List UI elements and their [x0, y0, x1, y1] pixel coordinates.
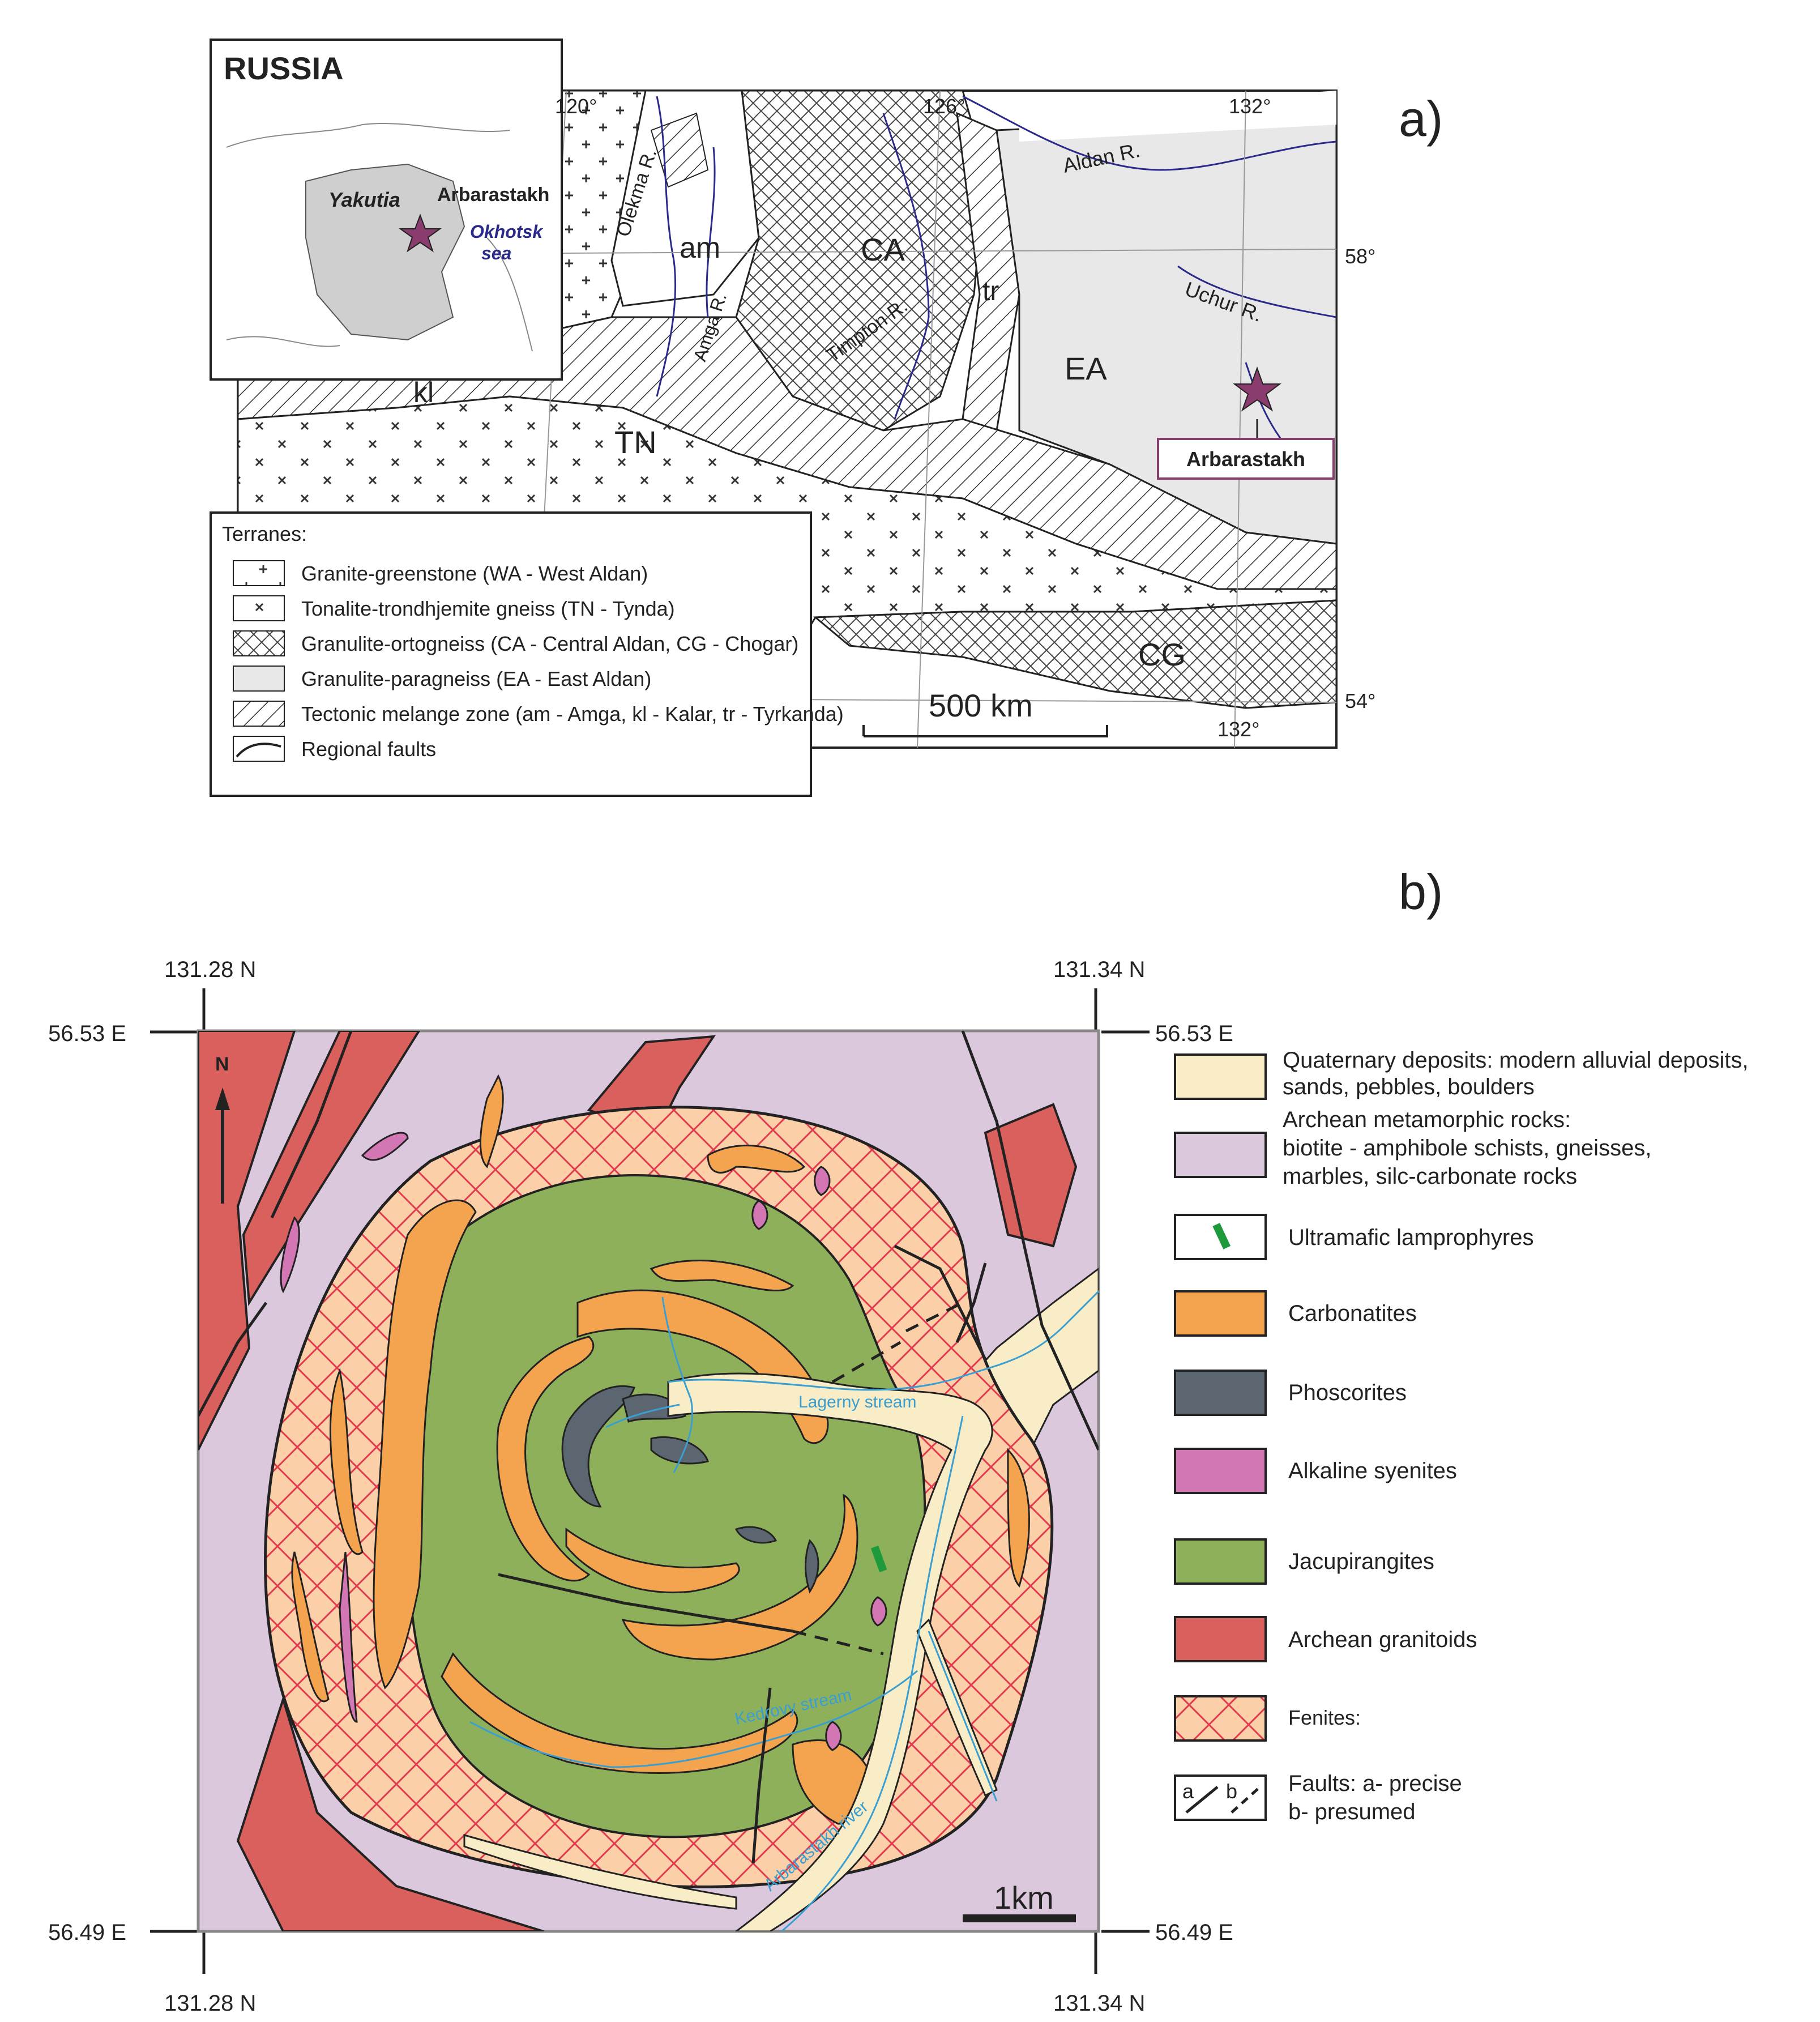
legend-b-swatch-carbonatite — [1174, 1290, 1267, 1337]
legend-b-swatch-faults — [1174, 1774, 1267, 1821]
lat-54-label: 54° — [1345, 689, 1375, 713]
inset-site-star — [398, 214, 442, 253]
inset-site: Arbarastakh — [437, 184, 549, 206]
yakutia-region — [305, 163, 465, 341]
legend-b-archean-meta-3: marbles, silc-carbonate rocks — [1283, 1164, 1577, 1189]
legend-a-swatch-paragneiss — [233, 666, 285, 692]
rivers-panel-a — [656, 95, 1336, 466]
scale-bar-a: 500 km — [862, 688, 1108, 737]
legend-b-quaternary-2: sands, pebbles, boulders — [1283, 1074, 1535, 1099]
panel-b-legend: Quaternary deposits: modern alluvial dep… — [1174, 1048, 1749, 1824]
coord-top-left-lat: 56.53 E — [48, 1021, 126, 1046]
terrane-label-cg: CG — [1138, 637, 1186, 672]
coord-top-left-lon: 131.28 N — [164, 957, 256, 982]
terrane-label-ca: CA — [861, 232, 905, 267]
north-arrow: N — [215, 1053, 230, 1204]
legend-b-fault-b: b — [1226, 1780, 1237, 1803]
site-label-box — [1157, 438, 1335, 480]
coord-top-right-lon: 131.34 N — [1053, 957, 1145, 982]
legend-b-swatch-granitoid — [1174, 1616, 1267, 1662]
legend-b-carbonatites: Carbonatites — [1288, 1301, 1417, 1326]
lon-132-bottom-label: 132° — [1217, 718, 1259, 741]
inset-sea-line1: Okhotsk — [470, 221, 544, 242]
terrane-label-ea: EA — [1065, 351, 1107, 386]
legend-b-faults-1: Faults: a- precise — [1288, 1771, 1462, 1796]
legend-a-item-granite: Granite-greenstone (WA - West Aldan) — [301, 562, 648, 585]
coord-top-right-lat: 56.53 E — [1155, 1021, 1233, 1046]
north-label: N — [215, 1053, 229, 1075]
faults-panel-b — [198, 1031, 1099, 1864]
granitoid-southwest — [236, 1695, 544, 1931]
coord-bottom-left-lat: 56.49 E — [48, 1920, 126, 1945]
terrane-label-am: am — [680, 232, 720, 265]
legend-b-jacupirangites: Jacupirangites — [1288, 1549, 1434, 1574]
legend-a-item-paragneiss: Granulite-paragneiss (EA - East Aldan) — [301, 667, 651, 690]
syenite-bodies — [280, 1132, 887, 1751]
legend-b-syenites: Alkaline syenites — [1288, 1458, 1457, 1483]
legend-a-item-tonalite: Tonalite-trondhjemite gneiss (TN - Tynda… — [301, 597, 675, 620]
inset-russia: RUSSIA Yakutia Arbarastakh Okhotsk sea — [210, 39, 563, 381]
panel-a-label: a) — [1399, 91, 1443, 147]
legend-b-fenites: Fenites: — [1288, 1706, 1361, 1729]
legend-b-swatch-phoscorite — [1174, 1370, 1267, 1416]
site-star-main — [1233, 366, 1281, 412]
terrane-label-kl: kl — [413, 377, 434, 408]
panel-a-legend: Terranes: Granite-greenstone (WA - West … — [210, 511, 844, 797]
panel-b-label: b) — [1399, 864, 1443, 920]
legend-a-swatch-ortogneiss — [233, 630, 285, 656]
terrane-label-tn: TN — [614, 424, 657, 460]
legend-b-granitoids: Archean granitoids — [1288, 1627, 1477, 1652]
legend-b-swatch-fenite — [1174, 1695, 1267, 1742]
legend-a-swatch-faults — [233, 736, 285, 762]
lon-126-label: 126° — [923, 95, 965, 118]
coord-bottom-right-lat: 56.49 E — [1155, 1920, 1233, 1945]
legend-b-swatch-jacupirangite — [1174, 1538, 1267, 1585]
legend-b-swatch-quaternary — [1174, 1053, 1267, 1100]
lon-132-label: 132° — [1229, 95, 1271, 118]
legend-a-swatch-tonalite — [233, 595, 285, 621]
streams — [469, 1290, 1099, 1931]
legend-a-swatch-melange — [233, 701, 285, 727]
lat-58-label: 58° — [1345, 245, 1375, 268]
legend-b-archean-meta-1: Archean metamorphic rocks: — [1283, 1107, 1571, 1132]
scale-label-b: 1km — [994, 1880, 1054, 1916]
legend-a-item-faults: Regional faults — [301, 737, 436, 761]
panel-b-coordinates: 131.28 N 131.34 N 131.28 N 131.34 N 56.5… — [48, 957, 1233, 2016]
lon-120-label: 120° — [555, 95, 597, 118]
legend-a-item-ortogneiss: Granulite-ortogneiss (CA - Central Aldan… — [301, 632, 798, 655]
coord-bottom-right-lon: 131.34 N — [1053, 1991, 1145, 2016]
legend-b-fault-a: a — [1182, 1780, 1194, 1803]
legend-b-ultramafic: Ultramafic lamprophyres — [1288, 1225, 1533, 1250]
site-label: Arbarastakh — [1186, 447, 1305, 471]
terrane-chogar — [813, 599, 1336, 709]
legend-b-quaternary-1: Quaternary deposits: modern alluvial dep… — [1283, 1048, 1749, 1073]
panel-b-map: 1km N Lagerny stream Kedrovy stream Arba… — [196, 1029, 1100, 1933]
scale-bar-b: 1km — [963, 1880, 1076, 1922]
stream-lagerny-label: Lagerny stream — [798, 1393, 916, 1411]
granitoid-east — [984, 1103, 1078, 1248]
terrane-label-tr: tr — [982, 276, 999, 306]
ultramafic-dike — [870, 1545, 887, 1573]
legend-b-phoscorites: Phoscorites — [1288, 1380, 1407, 1405]
legend-b-archean-meta-2: biotite - amphibole schists, gneisses, — [1283, 1136, 1651, 1161]
legend-b-swatch-metamorphic — [1174, 1132, 1267, 1178]
legend-a-title: Terranes: — [222, 522, 307, 545]
inset-country: RUSSIA — [224, 50, 344, 86]
coord-bottom-left-lon: 131.28 N — [164, 1991, 256, 2016]
legend-b-faults-2: b- presumed — [1288, 1799, 1416, 1824]
inset-region: Yakutia — [328, 188, 400, 211]
legend-a-item-melange: Tectonic melange zone (am - Amga, kl - K… — [301, 702, 844, 726]
legend-a-swatch-granite — [233, 560, 285, 586]
legend-b-swatch-syenite — [1174, 1448, 1267, 1494]
scale-label-a: 500 km — [929, 688, 1033, 723]
inset-sea-line2: sea — [481, 243, 511, 263]
